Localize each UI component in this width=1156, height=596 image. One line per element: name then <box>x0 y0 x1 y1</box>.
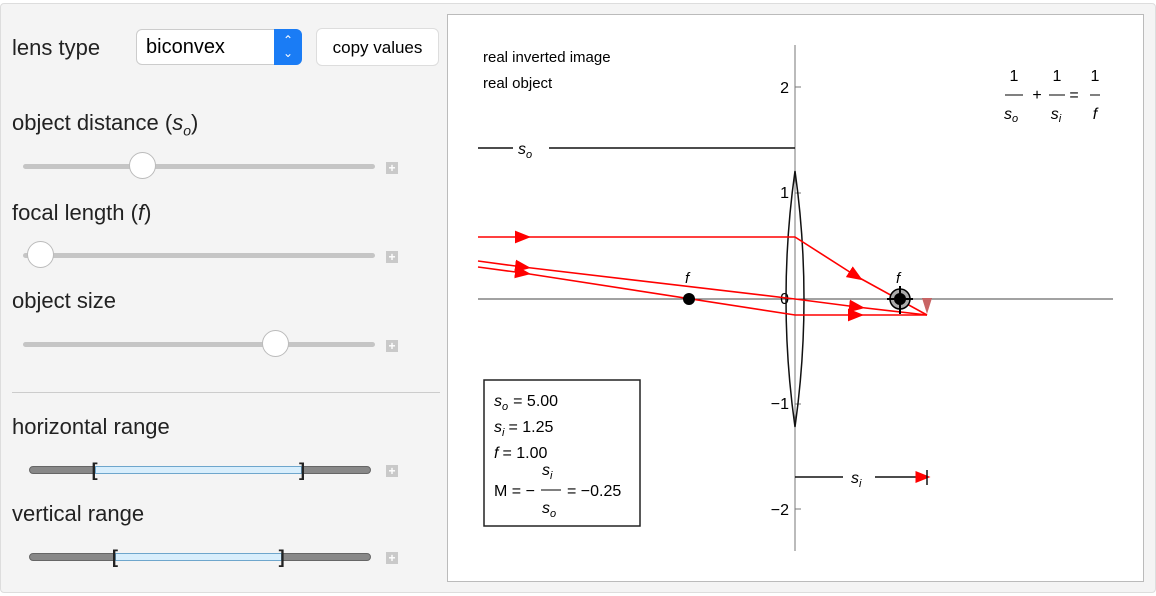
focal-length-label: focal length (f) <box>12 200 152 225</box>
si-value: si= 1.25 <box>494 419 553 439</box>
so-value: so= 5.00 <box>494 393 558 413</box>
chevron-updown-icon: ⌃⌄ <box>274 29 302 65</box>
object-size-label: object size <box>12 288 116 313</box>
focal-point-right[interactable] <box>887 286 913 314</box>
svg-text:+: + <box>1032 87 1041 104</box>
object-distance-label: object distance (so) <box>12 110 199 139</box>
horizontal-range-slider[interactable]: [] <box>29 460 371 480</box>
expand-plus-icon[interactable]: + <box>386 465 398 477</box>
expand-plus-icon[interactable]: + <box>386 552 398 564</box>
svg-text:= −0.25: = −0.25 <box>567 483 621 500</box>
focal-point-left <box>683 293 695 305</box>
expand-plus-icon[interactable]: + <box>386 251 398 263</box>
y-tick-label: 0 <box>780 291 789 308</box>
slider-thumb[interactable] <box>128 152 156 179</box>
lens-type-value: biconvex <box>146 36 225 58</box>
svg-text:so: so <box>542 500 556 520</box>
svg-text:=: = <box>1069 87 1078 104</box>
object-size-slider[interactable] <box>23 330 375 357</box>
range-selection[interactable]: [] <box>112 547 285 567</box>
slider-thumb[interactable] <box>26 241 54 268</box>
slider-thumb[interactable] <box>262 330 290 357</box>
copy-values-button[interactable]: copy values <box>316 28 439 66</box>
svg-text:so: so <box>1004 106 1018 125</box>
status-line: real object <box>483 75 553 92</box>
vertical-range-slider[interactable]: [] <box>29 547 371 567</box>
focal-length-slider[interactable] <box>23 241 375 268</box>
object-distance-slider[interactable] <box>23 152 375 179</box>
expand-plus-icon[interactable]: + <box>386 162 398 174</box>
biconvex-lens <box>785 170 805 428</box>
status-line: real inverted image <box>483 49 611 66</box>
range-selection[interactable]: [] <box>91 460 305 480</box>
values-box <box>483 379 641 527</box>
focal-label: f <box>685 270 691 287</box>
lens-diagram: real inverted image real object 2 1 0 −1… <box>447 14 1144 582</box>
svg-text:f: f <box>1093 106 1099 123</box>
svg-text:1: 1 <box>1010 68 1019 85</box>
focal-label: f <box>896 270 902 287</box>
svg-text:1: 1 <box>1091 68 1100 85</box>
y-tick-label: −2 <box>771 502 789 519</box>
svg-text:si: si <box>542 462 553 482</box>
image-arrow <box>922 298 932 314</box>
svg-text:1: 1 <box>1053 68 1062 85</box>
light-rays <box>477 230 928 322</box>
lens-type-label: lens type <box>12 35 101 60</box>
divider <box>12 392 440 393</box>
vertical-range-label: vertical range <box>12 501 145 526</box>
horizontal-range-label: horizontal range <box>12 414 170 439</box>
magnification-value: M = − <box>494 483 535 500</box>
lens-equation: 1 so + 1 si = 1 f <box>1004 68 1100 125</box>
lens-type-select[interactable]: biconvex ⌃⌄ <box>136 29 302 65</box>
expand-plus-icon[interactable]: + <box>386 340 398 352</box>
y-tick-label: 2 <box>780 80 789 97</box>
si-label: si <box>851 470 862 490</box>
y-tick-label: 1 <box>780 185 789 202</box>
f-value: f= 1.00 <box>494 445 547 462</box>
so-label: so <box>518 141 532 161</box>
y-tick-label: −1 <box>771 396 789 413</box>
svg-text:si: si <box>1051 106 1062 125</box>
